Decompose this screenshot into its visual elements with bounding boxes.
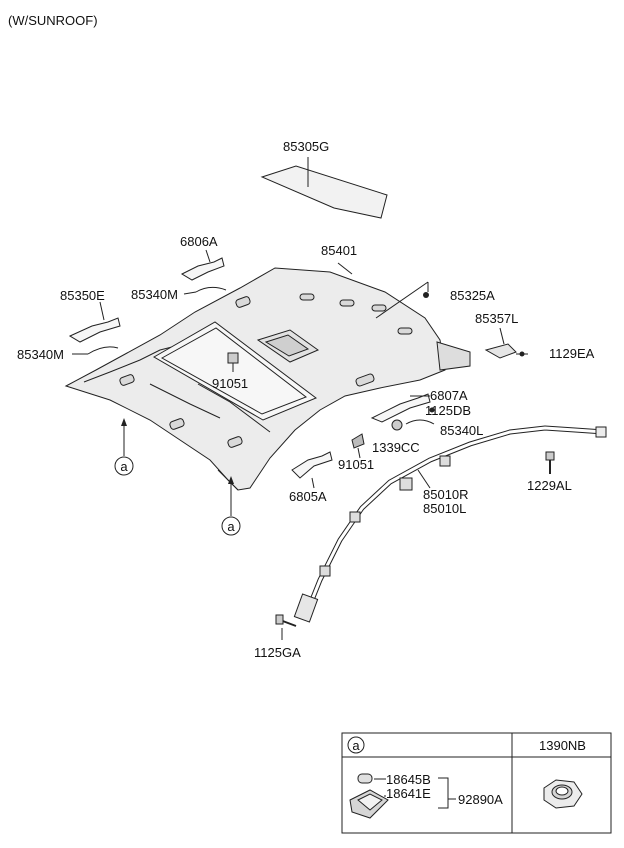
assist-handle-85340L — [405, 419, 435, 425]
legend-table: a 1390NB 18645B 18641E 92890A — [341, 732, 612, 834]
bolt-1229AL — [545, 451, 555, 474]
label-1339CC: 1339CC — [372, 440, 420, 455]
legend-header-1390NB: 1390NB — [539, 738, 586, 753]
bracket-6807A — [370, 393, 431, 423]
bracket-6805A — [291, 451, 333, 489]
legend-marker-a: a — [352, 738, 360, 753]
headliner-body — [64, 267, 471, 491]
label-85305G: 85305G — [283, 139, 329, 154]
label-85340L: 85340L — [440, 423, 483, 438]
label-85350E: 85350E — [60, 288, 105, 303]
clip-85325A — [375, 281, 429, 319]
label-6806A: 6806A — [180, 234, 218, 249]
label-6805A: 6805A — [289, 489, 327, 504]
label-6807A: 6807A — [430, 388, 468, 403]
callout-a-bottom: a — [221, 476, 241, 536]
bracket-6806A — [180, 249, 225, 281]
label-1129EA: 1129EA — [549, 346, 595, 361]
label-85340M-top: 85340M — [131, 287, 178, 302]
lamp-18641E — [349, 789, 389, 819]
callout-a-left: a — [114, 418, 134, 476]
label-1125DB: 1125DB — [425, 403, 471, 418]
label-91051-lower: 91051 — [338, 457, 374, 472]
callout-a-bottom-letter: a — [227, 519, 235, 534]
grommet-1339CC — [391, 419, 403, 431]
sunroof-shade-panel — [260, 157, 388, 219]
label-85325A: 85325A — [450, 288, 495, 303]
label-85357L: 85357L — [475, 311, 518, 326]
label-85010R: 85010R — [423, 487, 469, 502]
curtain-airbag-85010 — [293, 425, 607, 623]
label-18641E: 18641E — [386, 786, 431, 801]
clip-91051-center — [227, 352, 239, 372]
clip-91051-lower — [351, 433, 365, 459]
label-85340M-left: 85340M — [17, 347, 64, 362]
assist-handle-85340M-top — [183, 286, 227, 295]
label-92890A: 92890A — [458, 792, 503, 807]
label-18645B: 18645B — [386, 772, 431, 787]
bracket-85350E — [68, 301, 121, 343]
label-1229AL: 1229AL — [527, 478, 572, 493]
bulb-18645B — [357, 773, 386, 784]
label-85010L: 85010L — [423, 501, 466, 516]
cap-1390NB — [543, 779, 583, 809]
screw-1125DB — [429, 407, 435, 413]
label-85401: 85401 — [321, 243, 357, 258]
assist-handle-85340M-left — [72, 346, 119, 355]
trim-85357L — [484, 327, 528, 359]
label-1125GA: 1125GA — [254, 645, 301, 660]
variant-label: (W/SUNROOF) — [8, 13, 98, 28]
bolt-1125GA — [275, 614, 297, 640]
label-91051-center: 91051 — [212, 376, 248, 391]
callout-a-left-letter: a — [120, 459, 128, 474]
